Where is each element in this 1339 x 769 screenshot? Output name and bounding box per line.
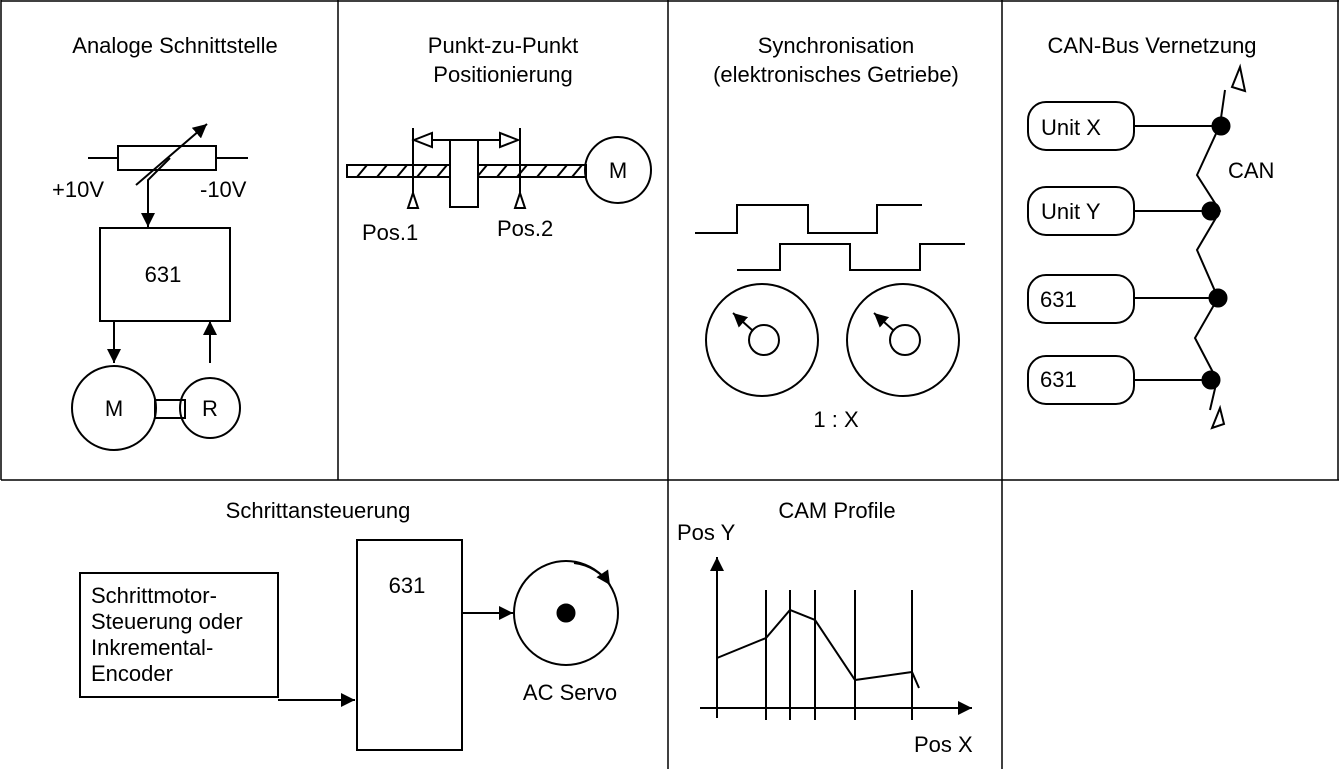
sync-title-line2: (elektronisches Getriebe) — [713, 62, 959, 87]
can-bus-line — [1193, 89, 1226, 411]
step-source-line-1: Schrittmotor- — [91, 583, 217, 608]
panel-analog-interface: Analoge Schnittstelle +10V -10V 631 M R — [52, 33, 278, 451]
can-node-label: Unit Y — [1041, 199, 1101, 224]
gear-disc-1-icon — [705, 283, 819, 397]
can-node-label: Unit X — [1041, 115, 1101, 140]
motor-icon — [584, 136, 652, 204]
servo-label: AC Servo — [523, 680, 617, 705]
can-bus-label: CAN — [1228, 158, 1274, 183]
panel-point-to-point: Punkt-zu-Punkt Positionierung Pos.1 — [346, 33, 652, 245]
can-title: CAN-Bus Vernetzung — [1047, 33, 1256, 58]
bus-terminator-top-icon — [1230, 63, 1247, 93]
panel-cam-profile: CAM Profile Pos Y Pos X — [677, 498, 973, 757]
potentiometer-icon — [88, 123, 248, 227]
ptp-title-line2: Positionierung — [433, 62, 572, 87]
pulse-signal-2 — [737, 243, 965, 271]
resolver-label: R — [202, 396, 218, 421]
motor-label: M — [105, 396, 123, 421]
panel-step-control: Schrittansteuerung Schrittmotor- Steueru… — [79, 498, 619, 751]
cam-profile-curve — [716, 608, 920, 689]
pos2-marker-icon — [513, 189, 527, 209]
pos2-label: Pos.2 — [497, 216, 553, 241]
drive-631-box — [99, 227, 231, 322]
panel-synchronisation: Synchronisation (elektronisches Getriebe… — [695, 33, 965, 432]
step-source-line-3: Inkremental- — [91, 635, 213, 660]
can-node-label: 631 — [1040, 287, 1077, 312]
ptp-title-line1: Punkt-zu-Punkt — [428, 33, 578, 58]
step-drive-label: 631 — [389, 573, 426, 598]
step-source-box — [79, 572, 279, 698]
panel-can-bus: CAN-Bus Vernetzung Unit X Unit Y CAN 631… — [1027, 33, 1274, 430]
pos1-marker-icon — [406, 189, 420, 209]
can-node-unit-x: Unit X — [1027, 101, 1231, 151]
bus-terminator-bottom-icon — [1210, 404, 1226, 430]
cam-y-axis-label: Pos Y — [677, 520, 736, 545]
gear-disc-2-icon — [846, 283, 960, 397]
cam-gridlines — [765, 590, 913, 720]
step-source-line-4: Encoder — [91, 661, 173, 686]
shaft-coupling — [154, 399, 186, 419]
pos1-label: Pos.1 — [362, 220, 418, 245]
cam-title: CAM Profile — [778, 498, 895, 523]
drive-631-box — [356, 539, 463, 751]
resolver-icon — [179, 377, 241, 439]
sync-title-line1: Synchronisation — [758, 33, 915, 58]
cam-x-axis-label: Pos X — [914, 732, 973, 757]
pulse-signal-1 — [695, 204, 922, 234]
ratio-label: 1 : X — [813, 407, 859, 432]
ac-servo-icon — [513, 560, 619, 666]
drive-631-label: 631 — [145, 262, 182, 287]
step-title: Schrittansteuerung — [226, 498, 411, 523]
minus-voltage-label: -10V — [200, 177, 247, 202]
can-node-unit-y: Unit Y — [1027, 186, 1221, 236]
plus-voltage-label: +10V — [52, 177, 104, 202]
ptp-motor-label: M — [609, 158, 627, 183]
can-node-631-a: 631 — [1027, 274, 1228, 324]
carriage — [449, 139, 479, 208]
step-source-line-2: Steuerung oder — [91, 609, 243, 634]
can-node-631-b: 631 — [1027, 355, 1221, 405]
analog-title: Analoge Schnittstelle — [72, 33, 277, 58]
travel-arrows — [411, 131, 521, 149]
can-node-label: 631 — [1040, 367, 1077, 392]
